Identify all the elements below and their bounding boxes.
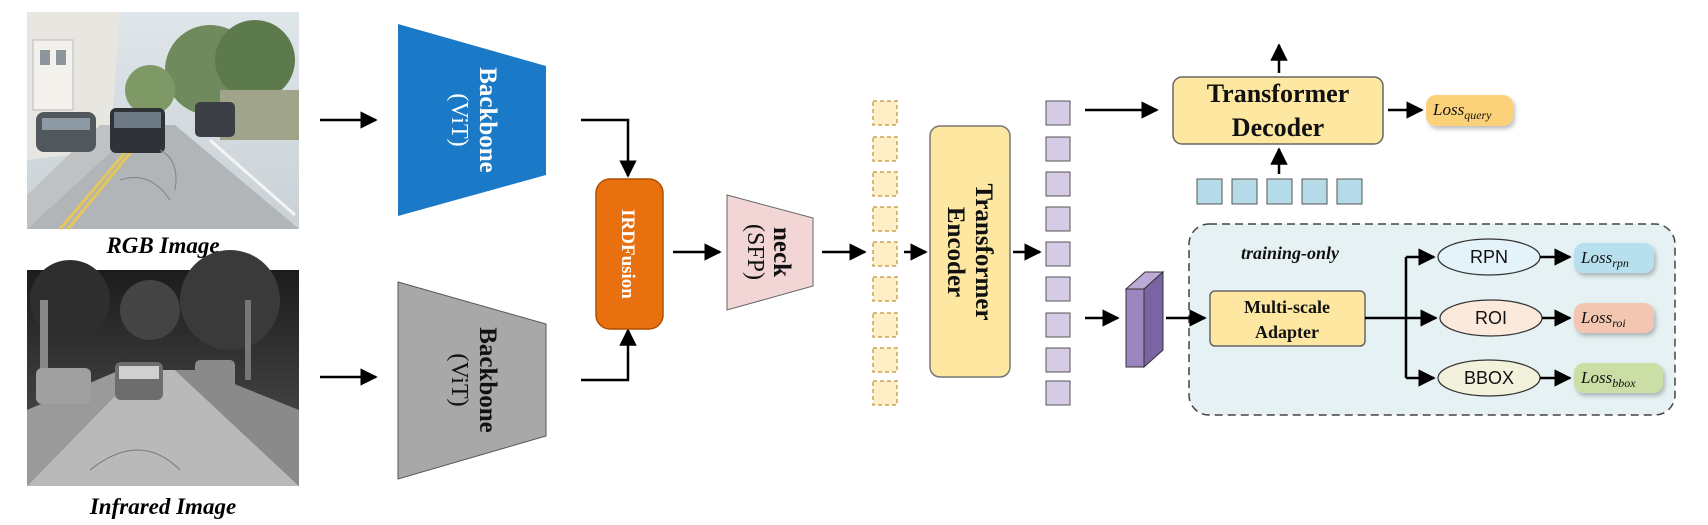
irdfusion-label: IRDFusion [617,209,638,299]
arrow-backbone-ir-to-fusion [581,328,637,382]
rgb-image-caption: RGB Image [105,233,219,258]
arrow-backbone-rgb-to-fusion [581,118,637,178]
token-encoded [1045,276,1071,302]
token-encoded [1045,312,1071,338]
token-column-encoded [1045,100,1071,406]
token-encoded [1045,171,1071,197]
neck-sub: (SFP) [742,224,768,280]
token-dashed [872,100,898,126]
backbone-ir-title: Backbone [474,327,501,433]
transformer-encoder [929,125,1011,378]
token-dashed [872,347,898,373]
neck-block [726,194,814,311]
neck-title: neck [768,227,795,277]
loss-bbox-label: Lossbbox [1580,368,1636,390]
token-encoded [1045,206,1071,232]
query-token [1301,178,1328,205]
query-token [1336,178,1363,205]
token-encoded [1045,241,1071,267]
rgb-image [27,12,299,230]
token-dashed [872,206,898,232]
loss-rpn-pill [1574,243,1654,273]
token-encoded [1045,100,1071,126]
bbox-label: BBOX [1464,368,1514,388]
token-encoded [1045,136,1071,162]
backbone-rgb-title: Backbone [474,67,501,173]
token-dashed [872,171,898,197]
rpn-label: RPN [1470,247,1508,267]
loss-rpn-label: Lossrpn [1580,248,1629,270]
adapter-line2: Adapter [1255,322,1319,342]
token-column-dashed [872,100,898,406]
adapter-line1: Multi-scale [1244,297,1330,317]
feature-cube [1124,270,1165,369]
token-dashed [872,136,898,162]
token-encoded [1045,380,1071,406]
token-dashed [872,241,898,267]
infrared-image [27,250,299,486]
loss-roi-pill [1574,303,1654,333]
backbone-rgb-sub: (ViT) [446,93,472,146]
loss-bbox-pill [1574,363,1663,393]
encoder-line2: Encoder [942,207,969,297]
decoder-line2: Decoder [1232,113,1324,142]
roi-label: ROI [1475,308,1507,328]
irdfusion-block [595,178,664,330]
loss-query-pill [1426,95,1513,126]
decoder-line1: Transformer [1207,79,1349,108]
token-dashed [872,380,898,406]
backbone-rgb [398,24,546,216]
encoder-line1: Transformer [970,184,997,321]
token-dashed [872,276,898,302]
token-encoded [1045,347,1071,373]
backbone-ir [397,281,547,480]
query-token [1266,178,1293,205]
query-tokens [1196,178,1363,205]
backbone-ir-sub: (ViT) [446,353,472,406]
query-token [1231,178,1258,205]
token-dashed [872,312,898,338]
query-token [1196,178,1223,205]
infrared-image-caption: Infrared Image [89,494,236,519]
loss-query-label: Lossquery [1432,100,1492,122]
loss-roi-label: Lossroi [1580,308,1626,330]
transformer-decoder [1172,76,1384,145]
training-only-label: training-only [1241,243,1340,263]
